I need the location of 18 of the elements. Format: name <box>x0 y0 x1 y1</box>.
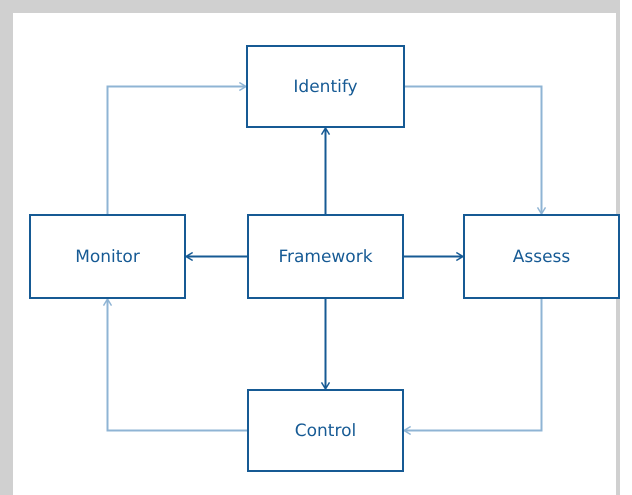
arrow <box>404 252 464 262</box>
node-label: Framework <box>278 246 373 266</box>
node-label: Assess <box>512 246 570 266</box>
process-box <box>246 45 405 128</box>
process-box <box>247 214 404 299</box>
process-box <box>463 214 620 299</box>
arrow <box>320 127 330 214</box>
arrow <box>320 299 330 390</box>
node-label: Monitor <box>75 246 140 266</box>
arrow <box>403 299 542 436</box>
arrow <box>185 252 247 262</box>
process-box <box>247 389 404 472</box>
node-label: Identify <box>293 76 358 96</box>
arrow <box>106 82 247 214</box>
arrow <box>405 86 546 215</box>
node-label: Control <box>294 420 356 440</box>
arrow <box>102 298 247 432</box>
process-box <box>29 214 186 299</box>
